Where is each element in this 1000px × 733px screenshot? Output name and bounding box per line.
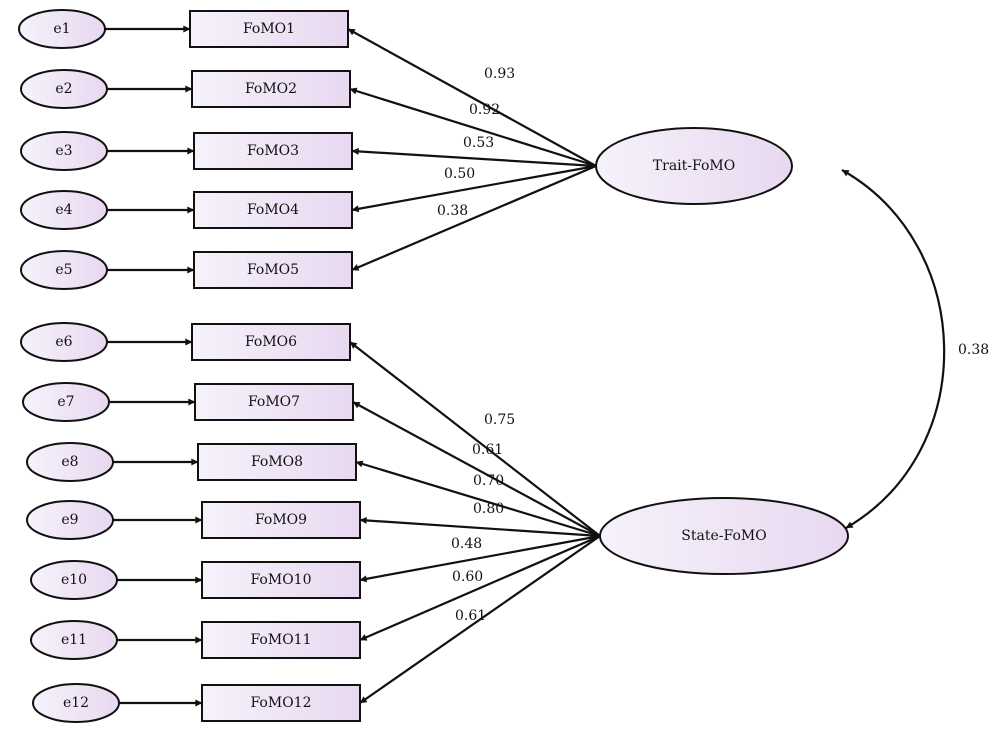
loading-value: 0.53 [463, 135, 494, 151]
trait-factor-node [595, 127, 793, 205]
indicator-box [194, 383, 354, 421]
indicator-box [189, 10, 349, 48]
error-label: e8 [61, 454, 78, 470]
state-factor-node [599, 497, 849, 575]
loading-value: 0.61 [455, 608, 486, 624]
trait-factor-label: Trait-FoMO [653, 158, 735, 174]
error-node [20, 69, 108, 109]
loading-path [355, 460, 601, 538]
error-node [26, 500, 114, 540]
indicator-label: FoMO8 [251, 454, 303, 470]
indicator-label: FoMO10 [250, 572, 311, 588]
error-node [30, 560, 118, 600]
indicator-box [191, 70, 351, 108]
error-label: e4 [55, 202, 72, 218]
error-node [18, 9, 106, 49]
state-factor-label: State-FoMO [681, 528, 766, 544]
loading-path [352, 401, 601, 537]
error-node [20, 131, 108, 171]
loading-path [351, 164, 597, 272]
error-node [20, 190, 108, 230]
loading-value: 0.80 [473, 501, 504, 517]
error-node [30, 620, 118, 660]
indicator-label: FoMO12 [250, 695, 311, 711]
indicator-label: FoMO5 [247, 262, 299, 278]
loading-value: 0.48 [451, 536, 482, 552]
indicator-box [193, 251, 353, 289]
error-node [20, 250, 108, 290]
correlation-path [841, 169, 946, 529]
indicator-label: FoMO2 [245, 81, 297, 97]
indicator-box [201, 621, 361, 659]
loading-value: 0.75 [484, 412, 515, 428]
loading-value: 0.70 [473, 473, 504, 489]
indicator-box [201, 684, 361, 722]
error-label: e11 [61, 632, 87, 648]
loading-value: 0.92 [469, 102, 500, 118]
error-label: e5 [55, 262, 72, 278]
loading-value: 0.38 [437, 203, 468, 219]
error-label: e10 [61, 572, 87, 588]
error-label: e3 [55, 143, 72, 159]
indicator-box [193, 132, 353, 170]
error-node [22, 382, 110, 422]
loading-path [349, 341, 601, 537]
error-node [32, 683, 120, 723]
error-node [26, 442, 114, 482]
indicator-label: FoMO6 [245, 334, 297, 350]
indicator-label: FoMO7 [248, 394, 300, 410]
error-label: e1 [53, 21, 70, 37]
indicator-label: FoMO3 [247, 143, 299, 159]
correlation-value: 0.38 [958, 342, 989, 358]
loading-path [351, 164, 597, 213]
loading-path [359, 535, 601, 704]
loading-path [359, 516, 601, 538]
error-label: e9 [61, 512, 78, 528]
loading-value: 0.93 [484, 66, 515, 82]
loading-path [359, 534, 601, 642]
loading-value: 0.50 [444, 166, 475, 182]
indicator-box [191, 323, 351, 361]
loading-path [347, 28, 597, 167]
indicator-box [193, 191, 353, 229]
error-label: e12 [63, 695, 89, 711]
error-label: e6 [55, 334, 72, 350]
error-label: e7 [57, 394, 74, 410]
loading-value: 0.61 [472, 442, 503, 458]
error-node [20, 322, 108, 362]
error-label: e2 [55, 81, 72, 97]
indicator-label: FoMO1 [243, 21, 295, 37]
indicator-box [197, 443, 357, 481]
loading-path [349, 87, 597, 168]
loading-path [351, 147, 597, 168]
loading-path [359, 534, 601, 583]
indicator-label: FoMO4 [247, 202, 299, 218]
indicator-box [201, 501, 361, 539]
indicator-label: FoMO9 [255, 512, 307, 528]
loading-value: 0.60 [452, 569, 483, 585]
indicator-label: FoMO11 [250, 632, 311, 648]
indicator-box [201, 561, 361, 599]
